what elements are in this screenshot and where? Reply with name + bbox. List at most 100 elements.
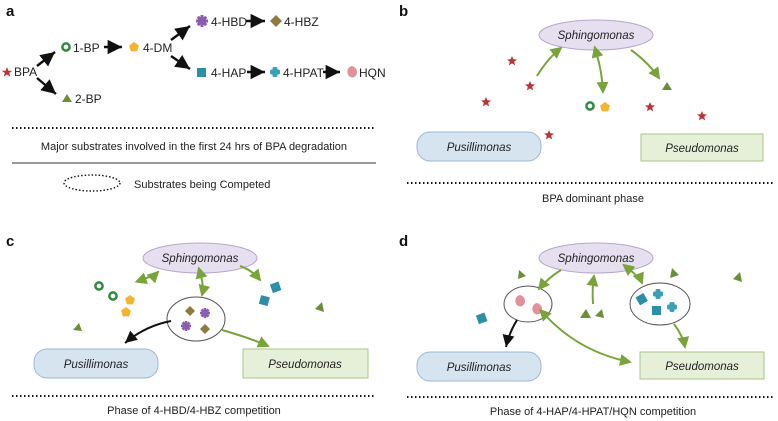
panel-d: d Sphingomonas Pusillimonas Pseudomonas (399, 233, 773, 418)
label-4hpat: 4-HPAT (283, 66, 325, 80)
label-hqn: HQN (359, 66, 386, 80)
square-icon (197, 68, 206, 77)
label-4hap: 4-HAP (211, 66, 246, 80)
square-icon (258, 295, 270, 307)
triangle-icon (595, 309, 604, 318)
competition-ellipse (166, 296, 226, 342)
pentagon-icon (129, 42, 139, 52)
star-icon (544, 130, 554, 140)
arrow-black (124, 320, 172, 344)
panel-letter-a: a (6, 3, 15, 20)
triangle-icon (733, 272, 742, 282)
label-4hbd: 4-HBD (211, 15, 247, 29)
label-4dm: 4-DM (143, 41, 172, 55)
star-icon (507, 56, 517, 66)
arrow-green (239, 265, 262, 282)
arrow-4dm-4hap (170, 54, 191, 70)
triangle-icon (518, 270, 526, 279)
square-icon (269, 281, 282, 294)
star-icon (697, 111, 707, 121)
star-icon (525, 81, 535, 91)
label-bpa: BPA (14, 65, 37, 79)
square-icon (652, 306, 661, 315)
triangle-icon (73, 323, 82, 331)
pusillimonas-box (33, 348, 159, 379)
plus-gear-icon (270, 67, 280, 77)
label-2bp: 2-BP (75, 92, 102, 106)
ring-icon (61, 42, 71, 52)
panel-a: a BPA 1-BP 2-BP 4-DM 4-HBD (1, 3, 386, 192)
pentagon-icon (600, 102, 610, 112)
pseudomonas-box (640, 133, 764, 162)
triangle-icon (62, 94, 72, 102)
legend-label: Substrates being Competed (134, 179, 270, 191)
arrow-green-double (195, 266, 211, 297)
drop-icon (347, 66, 357, 78)
label-4hbz: 4-HBZ (284, 15, 319, 29)
pentagon-icon (125, 295, 135, 305)
purple-gear-icon (196, 15, 208, 27)
arrow-green (221, 329, 270, 348)
pusillimonas-label: Pusillimonas (447, 362, 512, 374)
plus-gear-icon (667, 302, 677, 312)
triangle-icon (580, 309, 591, 318)
legend-dotted-ellipse (63, 174, 121, 192)
arrow-green (586, 274, 599, 305)
triangle-icon (315, 302, 324, 312)
pusillimonas-box (416, 131, 542, 162)
pusillimonas-label: Pusillimonas (64, 359, 129, 371)
pseudomonas-box (242, 348, 369, 379)
sphingomonas-label: Sphingomonas (558, 253, 635, 265)
pseudomonas-label: Pseudomonas (665, 143, 739, 155)
square-icon (475, 312, 488, 325)
pseudomonas-label: Pseudomonas (665, 361, 739, 373)
pseudomonas-label: Pseudomonas (268, 359, 342, 371)
arrow-black (502, 319, 518, 348)
plus-gear-icon (653, 289, 663, 299)
competition-ellipse (503, 285, 553, 323)
arrow-green (673, 323, 690, 349)
drop-icon (515, 295, 525, 307)
sphingomonas-label: Sphingomonas (162, 253, 239, 265)
purple-gear-icon (200, 308, 210, 318)
square-icon (635, 293, 648, 306)
star-icon (481, 97, 491, 107)
sphingomonas-label: Sphingomonas (558, 30, 635, 42)
pentagon-icon (121, 307, 131, 317)
bpa-stars (481, 56, 707, 140)
triangle-icon (662, 82, 672, 90)
arrow-bpa-1bp (36, 51, 56, 67)
diamond-icon (200, 324, 210, 334)
arrow-green-double (622, 263, 644, 285)
arrow-green-double (134, 270, 160, 284)
purple-gear-icon (181, 321, 191, 331)
pseudomonas-box (639, 351, 765, 380)
caption-b: BPA dominant phase (542, 193, 644, 205)
caption-d: Phase of 4-HAP/4-HPAT/HQN competition (490, 406, 696, 418)
panel-b: b Sphingomonas Pusillimonas Pseudomonas … (399, 3, 773, 205)
ring-icon (94, 281, 104, 291)
panel-c: c Sphingomonas Pusillimonas Pseudomonas (6, 233, 376, 417)
arrow-green (630, 49, 661, 80)
panel-letter-c: c (6, 233, 14, 250)
star-icon (1, 67, 13, 77)
arrow-green-double (591, 45, 609, 94)
arrow-bpa-2bp (36, 77, 57, 95)
panel-letter-b: b (399, 3, 408, 20)
ring-icon (108, 291, 118, 301)
star-icon (645, 102, 655, 112)
caption-c: Phase of 4-HBD/4-HBZ competition (107, 405, 281, 417)
competition-ellipse (629, 282, 691, 326)
caption-a: Major substrates involved in the first 2… (41, 141, 347, 153)
arrow-green-double (539, 308, 632, 366)
diamond-icon (270, 15, 282, 27)
triangle-icon (670, 268, 679, 278)
panel-letter-d: d (399, 233, 408, 250)
pusillimonas-box (416, 351, 542, 382)
arrow-green (537, 269, 562, 291)
pusillimonas-label: Pusillimonas (447, 142, 512, 154)
arrow-green (536, 46, 563, 77)
diamond-icon (185, 306, 195, 316)
arrow-4dm-4hbd (170, 25, 191, 41)
